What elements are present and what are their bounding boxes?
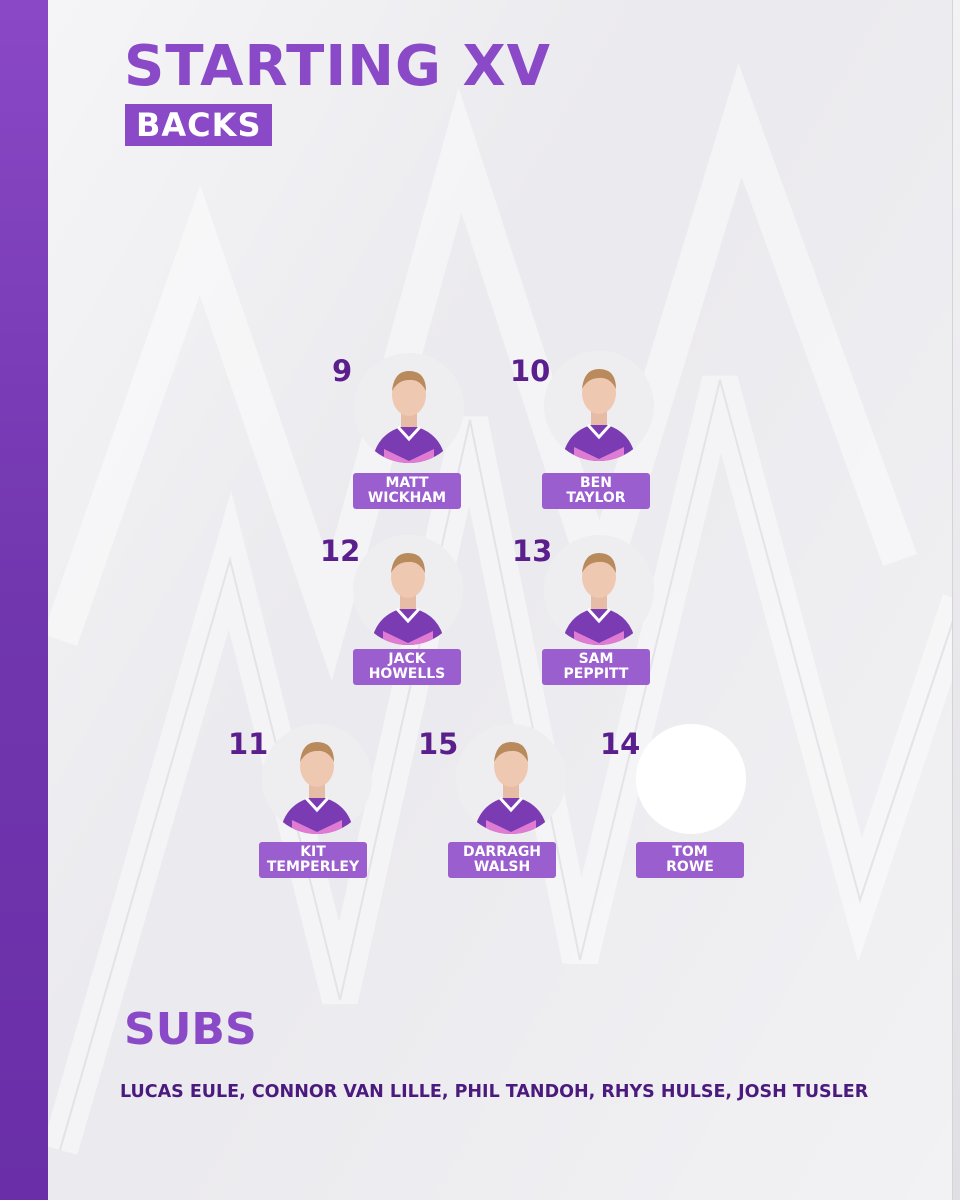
jersey-number: 9 [332, 354, 353, 388]
player-first-name: DARRAGH [462, 844, 542, 860]
player-photo-image [354, 353, 464, 463]
subs-title: SUBS [124, 1004, 257, 1055]
blank-photo [636, 724, 746, 834]
page-title: STARTING XV [124, 34, 552, 99]
player-photo [544, 351, 654, 461]
player-photo [353, 535, 463, 645]
player-last-name: HOWELLS [368, 666, 446, 682]
player-photo-image [544, 535, 654, 645]
jersey-number: 10 [510, 354, 551, 388]
jersey-number: 15 [418, 727, 459, 761]
jersey-number: 13 [512, 534, 553, 568]
subs-list: LUCAS EULE, CONNOR VAN LILLE, PHIL TANDO… [120, 1082, 869, 1102]
player-photo [262, 724, 372, 834]
player-first-name: JACK [388, 651, 426, 667]
player-last-name: ROWE [666, 859, 714, 875]
player-photo-image [456, 724, 566, 834]
jersey-number: 12 [320, 534, 361, 568]
right-edge-strip [952, 0, 960, 1200]
player-first-name: TOM [672, 844, 708, 860]
section-tag: BACKS [125, 104, 273, 146]
jersey-number: 14 [600, 727, 641, 761]
player-last-name: WALSH [473, 859, 531, 875]
left-accent-bar [0, 0, 48, 1200]
player-first-name: SAM [578, 651, 614, 667]
player-first-name: BEN [580, 475, 612, 491]
player-photo [544, 535, 654, 645]
player-photo-image [544, 351, 654, 461]
player-photo-image [353, 535, 463, 645]
player-last-name: WICKHAM [367, 490, 447, 506]
player-photo [354, 353, 464, 463]
player-photo [456, 724, 566, 834]
player-first-name: KIT [300, 844, 326, 860]
jersey-number: 11 [228, 727, 269, 761]
player-photo-image [262, 724, 372, 834]
player-last-name: TEMPERLEY [266, 859, 360, 875]
player-last-name: TAYLOR [566, 490, 626, 506]
player-last-name: PEPPITT [563, 666, 629, 682]
player-first-name: MATT [385, 475, 429, 491]
